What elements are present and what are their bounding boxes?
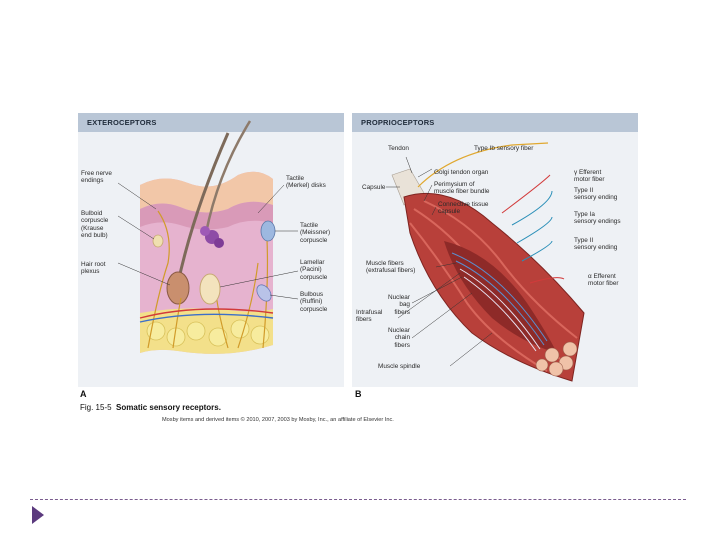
meissner-corpuscle — [260, 220, 276, 242]
type-ib-fiber — [417, 142, 549, 188]
alpha-efferent-label: α Efferent motor fiber — [588, 273, 619, 288]
muscle-fibers-label: Muscle fibers (extrafusal fibers) — [366, 260, 416, 275]
intrafusal-fibers-label: Intrafusal fibers — [356, 309, 383, 324]
gamma-efferent-label: γ Efferent motor fiber — [574, 169, 605, 184]
spindle-cutaway — [444, 241, 557, 353]
figure-caption: Fig. 15-5 Somatic sensory receptors. — [80, 403, 221, 412]
skin-illustration — [117, 120, 299, 354]
exteroceptors-title: EXTEROCEPTORS — [87, 118, 157, 127]
caption-prefix: Fig. 15-5 — [80, 403, 112, 412]
perimysium-label: Perimysium of muscle fiber bundle — [434, 181, 490, 196]
golgi-tendon-organ-label: Golgi tendon organ — [434, 169, 489, 176]
hair-root-plexus-label: Hair root plexus — [81, 261, 106, 276]
panel-b-letter: B — [355, 389, 362, 399]
figure: EXTEROCEPTORS — [78, 113, 638, 387]
connective-tissue-label: Connective tissue capsule — [438, 201, 489, 216]
proprioceptors-header: PROPRIOCEPTORS — [352, 113, 638, 132]
bulboid-corpuscle-label: Bulboid corpuscle (Krause end bulb) — [81, 210, 109, 240]
ruffini-corpuscle — [256, 284, 272, 302]
bulboid-corpuscle — [152, 234, 164, 248]
exteroceptors-header: EXTEROCEPTORS — [78, 113, 344, 132]
type-ia-label: Type Ia sensory endings — [574, 211, 621, 226]
type-ib-label: Type Ib sensory fiber — [474, 145, 534, 152]
slide-divider — [30, 499, 686, 500]
merkel-disks-label: Tactile (Merkel) disks — [286, 175, 326, 190]
exteroceptors-panel: EXTEROCEPTORS — [78, 113, 344, 387]
meissner-corpuscle-label: Tactile (Meissner) corpuscle — [300, 222, 331, 244]
ruffini-corpuscle-label: Bulbous (Ruffini) corpuscle — [300, 291, 328, 313]
type-ii-label-2: Type II sensory ending — [574, 237, 618, 252]
papillary-layer — [140, 201, 273, 230]
type-ii-label-1: Type II sensory ending — [574, 187, 618, 202]
epidermis-layer — [140, 171, 273, 213]
pacinian-corpuscle-label: Lamellar (Pacini) corpuscle — [300, 259, 328, 281]
muscle-illustration — [386, 142, 585, 382]
caption-title: Somatic sensory receptors. — [116, 403, 221, 412]
panel-a-letter: A — [80, 389, 87, 399]
proprioceptors-title: PROPRIOCEPTORS — [361, 118, 435, 127]
tendon-label: Tendon — [388, 145, 409, 152]
nuclear-bag-label: Nuclear bag fibers — [387, 294, 410, 316]
capsule-label: Capsule — [362, 184, 386, 191]
hair-shaft-1 — [176, 132, 230, 284]
muscle-spindle-label: Muscle spindle — [378, 363, 421, 370]
slide-bullet-icon — [32, 506, 44, 524]
copyright-credit: Mosby items and derived items © 2010, 20… — [162, 417, 394, 423]
hair-follicle — [166, 271, 190, 305]
hair-shaft-2 — [204, 120, 252, 234]
nuclear-chain-label: Nuclear chain fibers — [387, 327, 410, 349]
free-nerve-endings-label: Free nerve endings — [81, 170, 112, 185]
proprioceptors-panel: PROPRIOCEPTORS — [352, 113, 638, 387]
pacinian-corpuscle — [199, 273, 221, 305]
